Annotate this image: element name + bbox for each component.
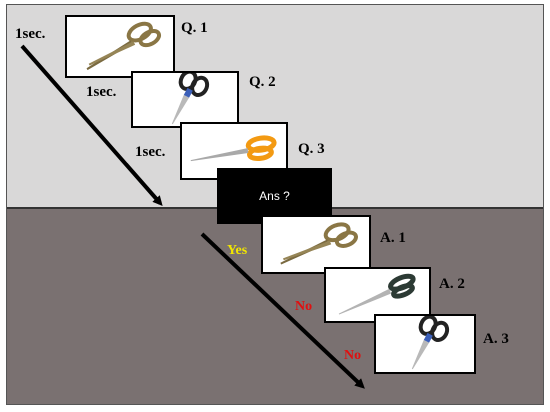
a3-card (374, 314, 476, 374)
a2-card (324, 267, 431, 323)
q3-label: Q. 3 (298, 141, 325, 157)
q1-card (65, 15, 175, 78)
scissors-dark-green-icon (338, 273, 416, 315)
q1-timing: 1sec. (15, 26, 46, 42)
scissors-orange-icon (190, 135, 277, 162)
a1-label: A. 1 (380, 230, 406, 246)
a3-response: No (344, 348, 362, 363)
q2-timing: 1sec. (86, 84, 117, 100)
q3-timing: 1sec. (135, 144, 166, 160)
a1-response: Yes (227, 243, 248, 258)
answer-timeline-arrow (200, 232, 365, 389)
a1-card (261, 215, 371, 274)
scissors-brass-icon (86, 21, 162, 71)
a3-label: A. 3 (483, 331, 509, 347)
a2-response: No (295, 299, 313, 314)
scissors-black-blue-icon (171, 73, 210, 125)
a2-label: A. 2 (439, 276, 465, 292)
q1-label: Q. 1 (181, 20, 208, 36)
q2-card (131, 71, 239, 128)
q2-label: Q. 2 (249, 74, 276, 90)
scissors-black-blue-icon (411, 316, 450, 370)
answer-prompt-box: Ans ? (217, 168, 332, 224)
scissors-brass-icon (280, 222, 358, 265)
question-timeline-arrow (20, 44, 163, 207)
